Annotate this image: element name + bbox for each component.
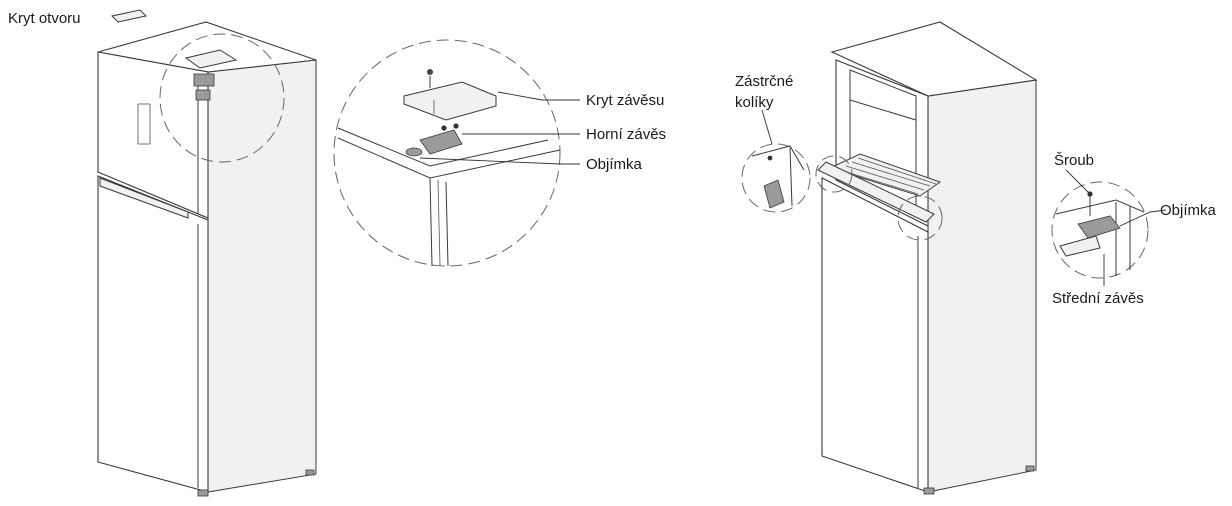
pins-detail — [741, 143, 811, 213]
top-hinge-label: Horní závěs — [586, 126, 666, 143]
hole-cover-label: Kryt otvoru — [8, 10, 81, 27]
screw-label: Šroub — [1054, 152, 1094, 169]
left-fridge-illustration — [97, 21, 317, 497]
pins-label-line2: kolíky — [735, 94, 774, 111]
pins-label-line1: Zástrčné — [735, 73, 793, 90]
hole-cover-part — [110, 9, 148, 23]
bushing-label: Objímka — [586, 156, 643, 173]
hinge-cover-label: Kryt závěsu — [586, 92, 664, 109]
right-bushing-label: Objímka — [1160, 202, 1217, 219]
hinge-detail-zoom — [333, 39, 561, 267]
middle-hinge-label: Střední závěs — [1052, 290, 1144, 307]
right-fridge-illustration — [815, 21, 1038, 495]
middle-hinge-detail — [1051, 181, 1149, 279]
